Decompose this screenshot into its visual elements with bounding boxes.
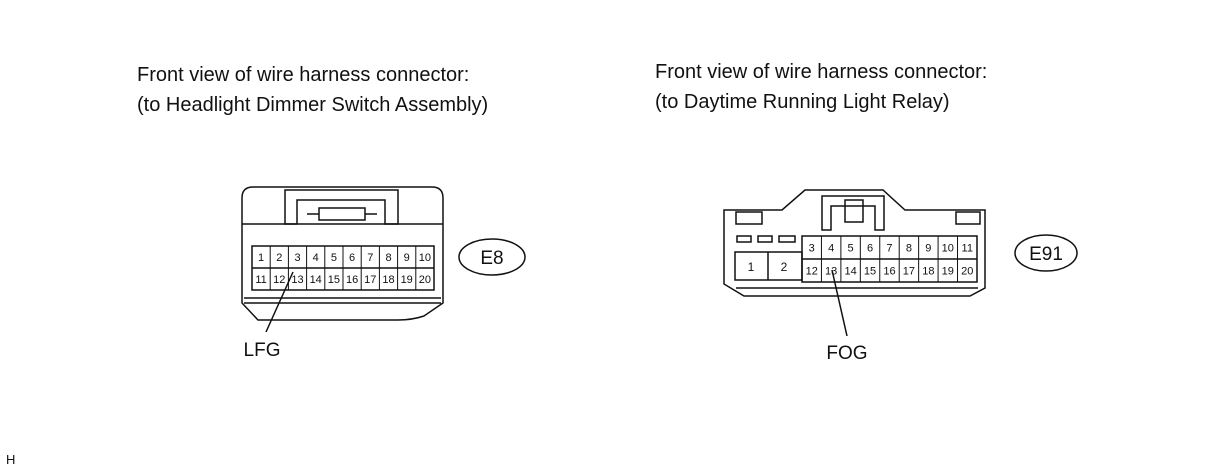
e91-pin-11: 11 <box>962 243 973 255</box>
left-connector-title: Front view of wire harness connector: (t… <box>137 60 488 120</box>
right-title-line1: Front view of wire harness connector: <box>655 61 988 83</box>
e8-pin-2: 2 <box>276 252 282 264</box>
e91-pin-18: 18 <box>922 266 934 278</box>
e8-connector-latch <box>284 189 399 225</box>
corner-mark: H <box>6 452 16 467</box>
left-title-line1: Front view of wire harness connector: <box>137 64 470 86</box>
e91-key-detail <box>844 199 864 223</box>
e91-slot-3 <box>778 235 796 243</box>
e91-pin-9: 9 <box>925 243 931 255</box>
e91-pin-5: 5 <box>848 243 854 255</box>
e91-connector-body <box>723 189 986 297</box>
e8-pin-3: 3 <box>294 252 300 264</box>
e8-pin-1: 1 <box>258 252 264 264</box>
e8-pin-18: 18 <box>382 274 394 286</box>
e8-code-ellipse <box>458 238 526 276</box>
left-title-line2: (to Headlight Dimmer Switch Assembly) <box>137 94 489 116</box>
e8-pin-6: 6 <box>349 252 355 264</box>
e91-slot-1 <box>736 235 752 243</box>
e91-corner-left <box>735 211 763 225</box>
e91-pin-16: 16 <box>883 266 895 278</box>
e8-pin-16: 16 <box>346 274 358 286</box>
e8-pin-15: 15 <box>328 274 340 286</box>
e8-pin-17: 17 <box>364 274 376 286</box>
lfg-pin-label: LFG <box>244 340 281 361</box>
e8-pin-13: 13 <box>291 274 303 286</box>
right-connector-title: Front view of wire harness connector: (t… <box>655 57 987 117</box>
fog-leader-line <box>831 269 848 337</box>
e8-pin-20: 20 <box>419 274 431 286</box>
e91-pin-2: 2 <box>781 260 788 274</box>
e91-pin-3: 3 <box>809 243 815 255</box>
e8-key-detail <box>318 207 366 221</box>
e91-corner-right <box>955 211 981 225</box>
fog-pin-label: FOG <box>826 343 867 364</box>
e8-code-label: E8 <box>480 248 503 269</box>
e91-pin-1: 1 <box>748 260 755 274</box>
e8-pin-14: 14 <box>310 274 322 286</box>
e8-pin-12: 12 <box>273 274 285 286</box>
e8-pin-19: 19 <box>401 274 413 286</box>
e91-code-label: E91 <box>1029 244 1063 265</box>
e8-pin-8: 8 <box>385 252 391 264</box>
e91-pin-19: 19 <box>942 266 954 278</box>
e91-pin-14: 14 <box>844 266 856 278</box>
e91-pin-10: 10 <box>942 243 954 255</box>
e91-slot-2 <box>757 235 773 243</box>
e91-code-ellipse <box>1014 234 1078 272</box>
e91-pin-12: 12 <box>806 266 818 278</box>
e91-pin-17: 17 <box>903 266 915 278</box>
e91-pin-8: 8 <box>906 243 912 255</box>
e8-pin-10: 10 <box>419 252 431 264</box>
e91-pin-4: 4 <box>828 243 834 255</box>
e8-pin-7: 7 <box>367 252 373 264</box>
e91-pin-20: 20 <box>961 266 973 278</box>
e91-pin-7: 7 <box>886 243 892 255</box>
e8-pin-5: 5 <box>331 252 337 264</box>
e8-pin-11: 11 <box>255 274 266 286</box>
e91-pin-13: 13 <box>825 266 837 278</box>
e91-pin-6: 6 <box>867 243 873 255</box>
e8-connector-body <box>241 186 444 321</box>
e8-pin-4: 4 <box>313 252 319 264</box>
right-title-line2: (to Daytime Running Light Relay) <box>655 91 950 113</box>
e91-connector-latch <box>821 195 885 231</box>
e8-pin-9: 9 <box>404 252 410 264</box>
e91-pin-15: 15 <box>864 266 876 278</box>
